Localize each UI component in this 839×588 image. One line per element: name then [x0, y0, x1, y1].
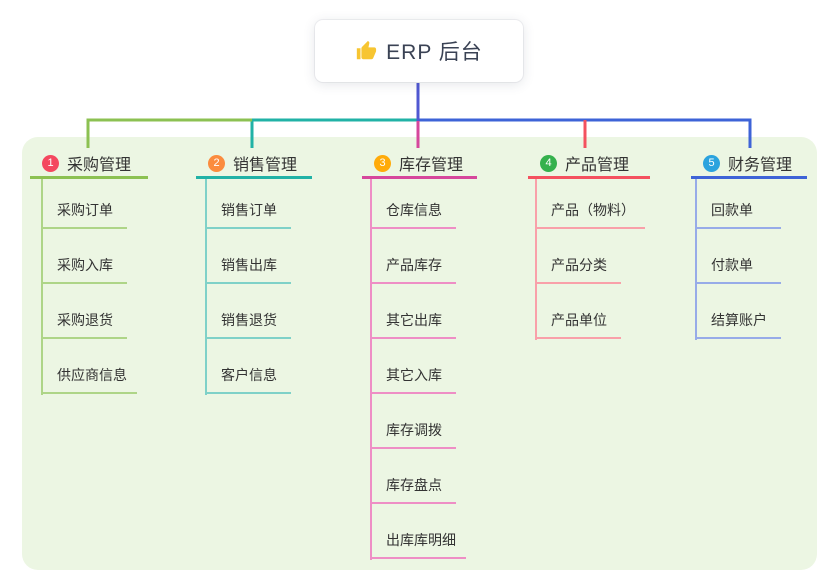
child-node[interactable]: 其它出库 [370, 309, 456, 339]
branch-label: 产品管理 [565, 157, 630, 174]
child-node[interactable]: 库存盘点 [370, 474, 456, 504]
child-node[interactable]: 产品（物料） [535, 199, 645, 229]
root-node-label: ERP 后台 [386, 41, 483, 64]
child-node-label: 库存调拨 [370, 420, 456, 449]
child-node[interactable]: 仓库信息 [370, 199, 456, 229]
branch-number-badge: 3 [374, 154, 391, 172]
branch-node-1[interactable]: 1 采购管理 [30, 150, 148, 179]
thumbs-up-icon [357, 40, 377, 60]
branch-label: 采购管理 [67, 157, 132, 174]
child-node-label: 付款单 [695, 255, 781, 284]
child-node[interactable]: 出库库明细 [370, 529, 466, 559]
child-node-label: 结算账户 [695, 310, 781, 339]
child-node[interactable]: 采购订单 [41, 199, 127, 229]
branch-label: 销售管理 [233, 157, 298, 174]
child-node[interactable]: 库存调拨 [370, 419, 456, 449]
branch-label: 财务管理 [728, 157, 793, 174]
child-node[interactable]: 其它入库 [370, 364, 456, 394]
child-node-label: 产品单位 [535, 310, 621, 339]
child-node[interactable]: 供应商信息 [41, 364, 137, 394]
branch-node-3[interactable]: 3 库存管理 [362, 150, 477, 179]
child-node[interactable]: 产品分类 [535, 254, 621, 284]
child-node[interactable]: 付款单 [695, 254, 781, 284]
child-node[interactable]: 结算账户 [695, 309, 781, 339]
branch-node-4[interactable]: 4 产品管理 [528, 150, 650, 179]
branch-node-5[interactable]: 5 财务管理 [691, 150, 807, 179]
child-node-label: 销售订单 [205, 200, 291, 229]
child-node-label: 仓库信息 [370, 200, 456, 229]
child-node-label: 出库库明细 [370, 530, 466, 559]
child-node-label: 其它出库 [370, 310, 456, 339]
child-node[interactable]: 产品单位 [535, 309, 621, 339]
child-node-label: 其它入库 [370, 365, 456, 394]
child-node-label: 供应商信息 [41, 365, 137, 394]
child-node[interactable]: 回款单 [695, 199, 781, 229]
branch-label: 库存管理 [399, 157, 464, 174]
child-node-label: 产品库存 [370, 255, 456, 284]
branch-child-connector-line [370, 179, 372, 560]
child-node-label: 采购退货 [41, 310, 127, 339]
branch-child-connector-line [695, 179, 697, 340]
child-node-label: 采购入库 [41, 255, 127, 284]
branch-child-connector-line [41, 179, 43, 395]
child-node-label: 客户信息 [205, 365, 291, 394]
branch-number-badge: 5 [703, 154, 720, 172]
root-node-erp[interactable]: ERP 后台 [315, 20, 523, 82]
child-node-label: 销售出库 [205, 255, 291, 284]
branch-node-2[interactable]: 2 销售管理 [196, 150, 312, 179]
branch-number-badge: 4 [540, 154, 557, 172]
child-node[interactable]: 采购入库 [41, 254, 127, 284]
child-node[interactable]: 销售退货 [205, 309, 291, 339]
child-node-label: 产品（物料） [535, 200, 645, 229]
child-node-label: 销售退货 [205, 310, 291, 339]
child-node[interactable]: 采购退货 [41, 309, 127, 339]
child-node-label: 产品分类 [535, 255, 621, 284]
child-node[interactable]: 产品库存 [370, 254, 456, 284]
branch-number-badge: 2 [208, 154, 225, 172]
mindmap-panel-background [22, 137, 817, 570]
child-node[interactable]: 销售出库 [205, 254, 291, 284]
branch-child-connector-line [205, 179, 207, 395]
branch-child-connector-line [535, 179, 537, 340]
child-node-label: 库存盘点 [370, 475, 456, 504]
branch-number-badge: 1 [42, 154, 59, 172]
child-node-label: 采购订单 [41, 200, 127, 229]
child-node-label: 回款单 [695, 200, 781, 229]
child-node[interactable]: 客户信息 [205, 364, 291, 394]
child-node[interactable]: 销售订单 [205, 199, 291, 229]
